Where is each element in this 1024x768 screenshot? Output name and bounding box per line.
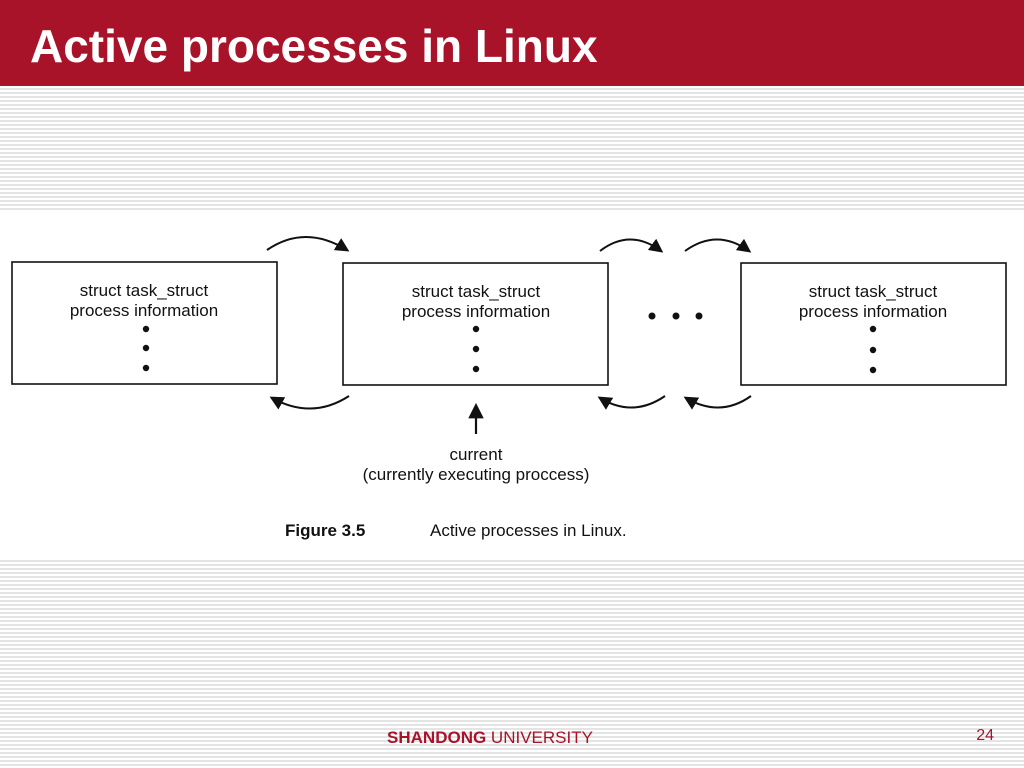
box-2-dot xyxy=(472,345,480,353)
task-struct-box-3: struct task_struct process information xyxy=(740,262,1007,386)
box-2-dot xyxy=(472,325,480,333)
box-1-dot xyxy=(142,364,150,372)
next-pointer-arrow xyxy=(599,238,664,253)
prev-pointer-arrow xyxy=(597,395,666,410)
box-1-line-2: process information xyxy=(70,301,218,320)
current-sublabel: (currently executing proccess) xyxy=(363,465,590,484)
box-3-line-2: process information xyxy=(799,302,947,321)
footer-university: SHANDONG UNIVERSITY xyxy=(0,728,980,748)
prev-pointer-arrow xyxy=(683,395,752,410)
university-name-bold: SHANDONG xyxy=(387,728,487,747)
next-pointer-arrow xyxy=(266,236,350,252)
task-struct-box-1: struct task_struct process information xyxy=(11,261,278,385)
page-number: 24 xyxy=(976,727,994,744)
prev-pointer-arrow xyxy=(269,395,350,410)
title-bar: Active processes in Linux xyxy=(0,0,1024,86)
box-3-dot xyxy=(869,325,877,333)
figure-number: Figure 3.5 xyxy=(285,521,365,540)
box-3-dot xyxy=(869,346,877,354)
box-1-line-1: struct task_struct xyxy=(80,281,209,300)
figure-caption: Active processes in Linux. xyxy=(430,521,627,540)
ellipsis-dots xyxy=(648,312,703,320)
box-2-dot xyxy=(472,365,480,373)
slide-title: Active processes in Linux xyxy=(30,20,598,72)
current-label: current xyxy=(450,445,503,464)
next-pointer-arrow xyxy=(684,238,752,253)
task-struct-box-2: struct task_struct process information xyxy=(342,262,609,386)
box-3-line-1: struct task_struct xyxy=(809,282,938,301)
box-2-line-1: struct task_struct xyxy=(412,282,541,301)
box-2-line-2: process information xyxy=(402,302,550,321)
university-name-rest: UNIVERSITY xyxy=(486,728,593,747)
box-3-dot xyxy=(869,366,877,374)
box-1-dot xyxy=(142,344,150,352)
process-list-diagram: struct task_struct process information s… xyxy=(11,236,1007,540)
figure-panel: struct task_struct process information s… xyxy=(0,210,1024,558)
box-1-dot xyxy=(142,325,150,333)
